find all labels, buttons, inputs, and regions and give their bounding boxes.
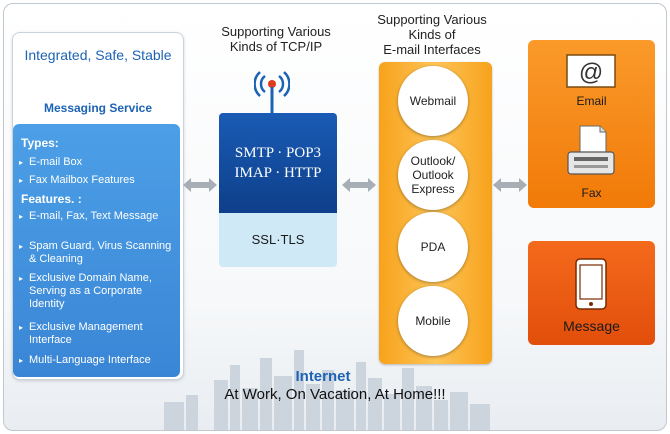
email-at-icon: @ bbox=[566, 54, 616, 88]
bullet-arrow-icon: ▸ bbox=[19, 242, 24, 251]
list-item: ▸Spam Guard, Virus Scanning & Cleaning bbox=[19, 240, 172, 265]
tagline: At Work, On Vacation, At Home!!! bbox=[224, 386, 446, 403]
email-label: Email bbox=[576, 94, 607, 108]
fax-label: Fax bbox=[581, 186, 602, 200]
bullet-arrow-icon: ▸ bbox=[19, 323, 24, 332]
city-skyline-background bbox=[164, 350, 490, 430]
double-arrow-icon bbox=[493, 178, 527, 192]
ssl-tls-box: SSL·TLS bbox=[219, 213, 337, 267]
fax-machine-icon bbox=[567, 125, 615, 175]
interface-mobile: Mobile bbox=[398, 286, 468, 356]
double-arrow-icon bbox=[183, 178, 217, 192]
svg-text:@: @ bbox=[579, 59, 603, 86]
list-item: ▸Fax Mailbox Features bbox=[19, 174, 135, 186]
protocol-box: SMTP · POP3 IMAP · HTTP bbox=[219, 113, 337, 213]
bullet-arrow-icon: ▸ bbox=[19, 212, 24, 221]
list-item: ▸Multi-Language Interface bbox=[19, 354, 151, 366]
list-item: ▸Exclusive Domain Name, Serving as a Cor… bbox=[19, 272, 152, 310]
service-subtitle: Messaging Service bbox=[43, 101, 153, 115]
service-details-panel: Types: ▸E-mail Box ▸Fax Mailbox Features… bbox=[13, 124, 180, 377]
list-item: ▸E-mail, Fax, Text Message bbox=[19, 210, 159, 222]
bullet-arrow-icon: ▸ bbox=[19, 158, 24, 167]
interface-outlook: Outlook/ Outlook Express bbox=[398, 140, 468, 210]
list-item: ▸E-mail Box bbox=[19, 156, 83, 168]
features-heading: Features. : bbox=[21, 192, 82, 206]
service-headline: Integrated, Safe, Stable bbox=[24, 47, 172, 63]
double-arrow-icon bbox=[342, 178, 376, 192]
bullet-arrow-icon: ▸ bbox=[19, 176, 24, 185]
interface-webmail: Webmail bbox=[398, 66, 468, 136]
mobile-phone-icon bbox=[575, 258, 607, 310]
bullet-arrow-icon: ▸ bbox=[19, 356, 24, 365]
types-heading: Types: bbox=[21, 136, 59, 150]
interface-pda: PDA bbox=[398, 212, 468, 282]
list-item: ▸Exclusive Management Interface bbox=[19, 321, 143, 346]
bullet-arrow-icon: ▸ bbox=[19, 274, 24, 283]
message-label: Message bbox=[563, 318, 620, 334]
email-interfaces-heading: Supporting Various Kinds of E-mail Inter… bbox=[377, 12, 487, 57]
tcp-heading: Supporting Various Kinds of TCP/IP bbox=[221, 24, 331, 54]
internet-label: Internet bbox=[295, 368, 351, 385]
protocols-line-1: SMTP · POP3 bbox=[234, 145, 322, 161]
protocols-line-2: IMAP · HTTP bbox=[234, 165, 322, 181]
antenna-icon bbox=[254, 71, 290, 114]
